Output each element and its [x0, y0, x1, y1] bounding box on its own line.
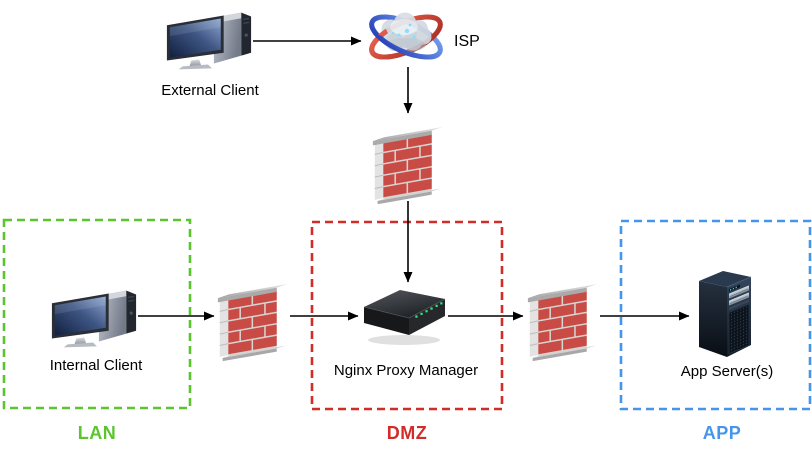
tower-server-icon	[693, 267, 761, 359]
internet-cloud-icon	[364, 4, 448, 68]
desktop-computer-icon	[48, 286, 140, 348]
app-zone-label: APP	[702, 423, 742, 443]
app-zone-box	[619, 219, 812, 411]
desktop-computer-icon	[163, 8, 255, 70]
dmz-zone-label: DMZ	[386, 423, 428, 443]
nginx-proxy-label: Nginx Proxy Manager	[333, 362, 479, 379]
lan-zone-box	[2, 218, 192, 410]
isp-label: ISP	[454, 33, 480, 50]
dmz-zone-box	[310, 220, 504, 411]
network-appliance-icon	[360, 285, 448, 347]
internal-client-label: Internal Client	[49, 357, 143, 374]
external-client-label: External Client	[161, 82, 259, 99]
cloud-shape	[381, 12, 432, 52]
connector-arrows	[138, 36, 690, 321]
lan-zone-label: LAN	[77, 423, 117, 443]
app-server-label: App Server(s)	[680, 363, 774, 380]
status-leds	[415, 302, 443, 318]
firewall-icon	[526, 273, 600, 363]
firewall-icon	[216, 273, 290, 363]
firewall-icon	[371, 117, 445, 205]
